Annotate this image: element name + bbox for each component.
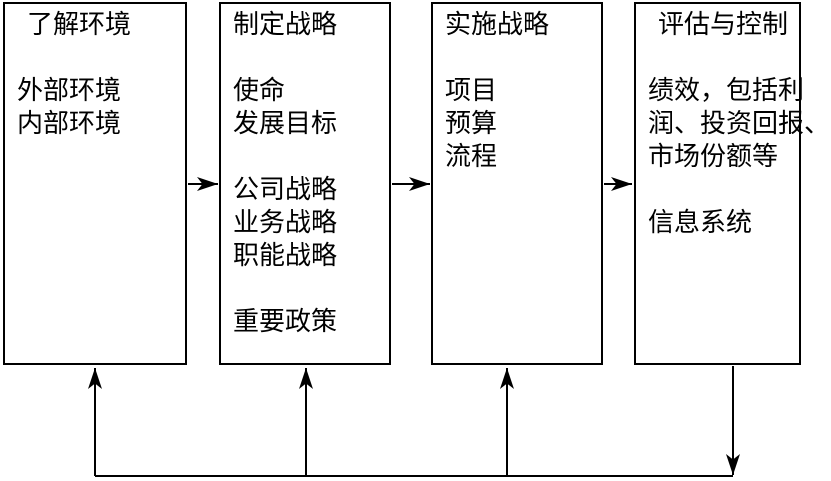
box-text-line: 重要政策 [233, 307, 338, 336]
box-evaluate-and-control: 评估与控制 绩效，包括利 润、投资回报、 市场份额等 信息系统 [634, 2, 831, 365]
box-text-line: 内部环境 [17, 109, 122, 138]
box-text-line: 信息系统 [648, 208, 753, 237]
box-title: 评估与控制 [658, 10, 789, 39]
box-text-line: 外部环境 [17, 76, 122, 105]
box-text-line: 公司战略 [233, 175, 338, 204]
box-title: 实施战略 [445, 10, 550, 39]
box-text-line: 预算 [445, 109, 498, 138]
box-text-line: 流程 [445, 142, 498, 171]
blank-line [233, 272, 389, 305]
box-title: 了解环境 [27, 10, 132, 39]
box-text-line: 绩效，包括利 [648, 76, 805, 105]
box-text-line: 使命 [233, 76, 286, 105]
box-text-line: 市场份额等 [648, 142, 779, 171]
blank-line [648, 41, 799, 74]
box-text-line: 项目 [445, 76, 498, 105]
box-text-line: 润、投资回报、 [648, 109, 831, 138]
blank-line [445, 41, 601, 74]
box-text-line: 职能战略 [233, 241, 338, 270]
box-understand-environment: 了解环境 外部环境 内部环境 [3, 2, 187, 365]
box-formulate-strategy: 制定战略 使命 发展目标 公司战略 业务战略 职能战略 重要政策 [219, 2, 391, 365]
blank-line [17, 41, 185, 74]
box-text-line: 业务战略 [233, 208, 338, 237]
box-text-line: 发展目标 [233, 109, 338, 138]
blank-line [233, 41, 389, 74]
blank-line [648, 173, 799, 206]
box-implement-strategy: 实施战略 项目 预算 流程 [431, 2, 603, 365]
blank-line [233, 140, 389, 173]
box-title: 制定战略 [233, 10, 338, 39]
